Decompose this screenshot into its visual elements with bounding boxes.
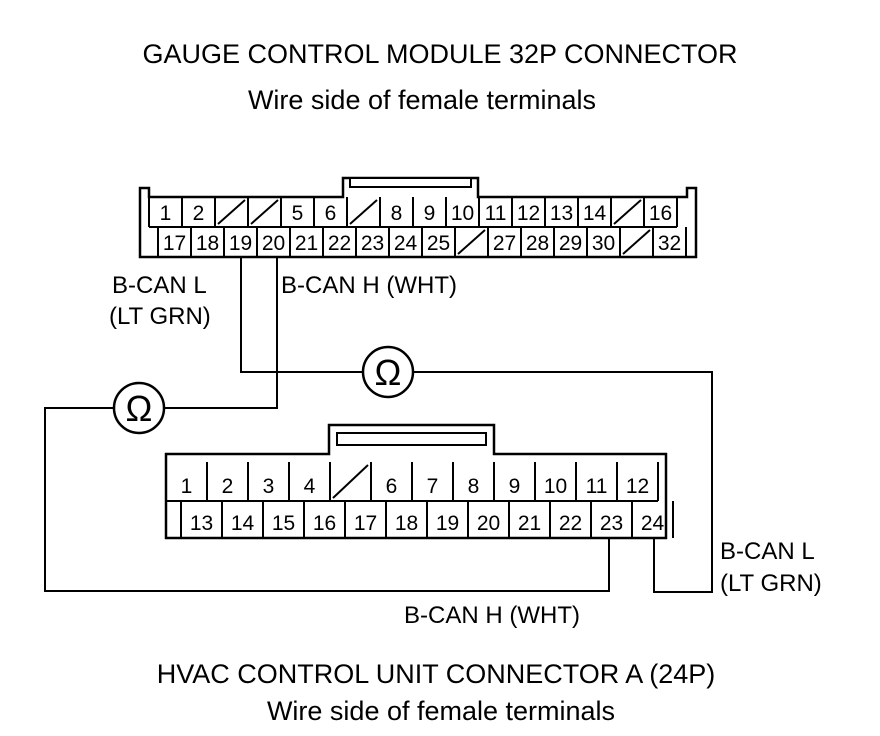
terminal-15: 15 — [272, 512, 295, 535]
terminal-3: 3 — [263, 475, 275, 498]
terminal-11: 11 — [586, 475, 608, 498]
terminal-12: 12 — [517, 202, 540, 225]
terminal-6: 6 — [325, 202, 337, 225]
terminal-4: 4 — [304, 475, 316, 498]
terminal-2: 2 — [193, 202, 205, 225]
terminal-22: 22 — [328, 232, 351, 255]
terminal-13: 13 — [190, 512, 213, 535]
hvac-b-can-h-label: B-CAN H (WHT) — [404, 602, 580, 629]
ohmmeter-circle — [112, 381, 166, 435]
terminal-8: 8 — [391, 202, 403, 225]
terminal-21: 21 — [518, 512, 541, 535]
terminal-28: 28 — [526, 232, 549, 255]
terminal-12: 12 — [626, 475, 649, 498]
ohmmeter-b-can-h: Ω — [112, 381, 166, 435]
hvac-connector-title: HVAC CONTROL UNIT CONNECTOR A (24P) — [157, 659, 716, 689]
terminal-11: 11 — [485, 202, 507, 225]
terminal-13: 13 — [550, 202, 573, 225]
hvac-connector-outline — [164, 423, 668, 540]
terminal-22: 22 — [559, 512, 582, 535]
hvac-b-can-l-color-label: (LT GRN) — [720, 570, 822, 597]
empty-cavity-slash — [349, 199, 378, 225]
gauge-connector-outline — [138, 176, 698, 259]
terminal-14: 14 — [231, 512, 255, 535]
terminal-29: 29 — [559, 232, 582, 255]
terminal-19: 19 — [436, 512, 459, 535]
terminal-8: 8 — [468, 475, 480, 498]
gauge-connector-subtitle: Wire side of female terminals — [248, 85, 596, 115]
terminal-20: 20 — [262, 232, 285, 255]
terminal-24: 24 — [641, 512, 665, 535]
terminal-18: 18 — [395, 512, 418, 535]
empty-cavity-slash — [457, 229, 486, 255]
terminal-27: 27 — [493, 232, 516, 255]
terminal-14: 14 — [583, 202, 607, 225]
terminal-16: 16 — [313, 512, 336, 535]
terminal-32: 32 — [658, 232, 681, 255]
terminal-9: 9 — [509, 475, 521, 498]
empty-cavity-slash — [217, 199, 246, 225]
gauge-connector-title: GAUGE CONTROL MODULE 32P CONNECTOR — [142, 39, 737, 69]
terminal-10: 10 — [451, 202, 474, 225]
ohm-symbol: Ω — [375, 352, 402, 393]
terminal-17: 17 — [163, 232, 186, 255]
terminal-30: 30 — [592, 232, 615, 255]
terminal-23: 23 — [600, 512, 623, 535]
ohm-symbol: Ω — [126, 388, 153, 429]
hvac-terminal-grid — [165, 462, 674, 538]
terminal-7: 7 — [427, 475, 439, 498]
hvac-connector-lock — [336, 432, 487, 446]
terminal-1: 1 — [181, 475, 193, 498]
terminal-9: 9 — [424, 202, 436, 225]
terminal-2: 2 — [222, 475, 234, 498]
terminal-10: 10 — [544, 475, 567, 498]
terminal-18: 18 — [196, 232, 219, 255]
terminal-19: 19 — [229, 232, 252, 255]
ohmmeter-b-can-l: Ω — [361, 345, 415, 399]
gauge-b-can-l-label: B-CAN L — [112, 272, 207, 299]
terminal-1: 1 — [160, 202, 172, 225]
gauge-connector-lock — [349, 177, 472, 188]
wire-b-can-h — [44, 257, 610, 592]
terminal-16: 16 — [649, 202, 672, 225]
wire-b-can-l — [240, 257, 713, 593]
empty-cavity-slash — [622, 229, 651, 255]
terminal-6: 6 — [386, 475, 398, 498]
terminal-20: 20 — [477, 512, 500, 535]
empty-cavity-slash — [332, 464, 369, 499]
terminal-23: 23 — [361, 232, 384, 255]
empty-cavity-slash — [613, 199, 642, 225]
gauge-b-can-h-label: B-CAN H (WHT) — [281, 272, 457, 299]
empty-cavity-slash — [250, 199, 279, 225]
ohmmeter-circle — [361, 345, 415, 399]
hvac-b-can-l-label: B-CAN L — [720, 538, 815, 565]
gauge-b-can-l-color-label: (LT GRN) — [109, 303, 211, 330]
gauge-terminal-grid — [148, 197, 687, 257]
terminal-17: 17 — [354, 512, 377, 535]
terminal-21: 21 — [295, 232, 318, 255]
hvac-connector-subtitle: Wire side of female terminals — [267, 696, 615, 726]
terminal-5: 5 — [292, 202, 304, 225]
terminal-24: 24 — [394, 232, 418, 255]
terminal-25: 25 — [427, 232, 450, 255]
